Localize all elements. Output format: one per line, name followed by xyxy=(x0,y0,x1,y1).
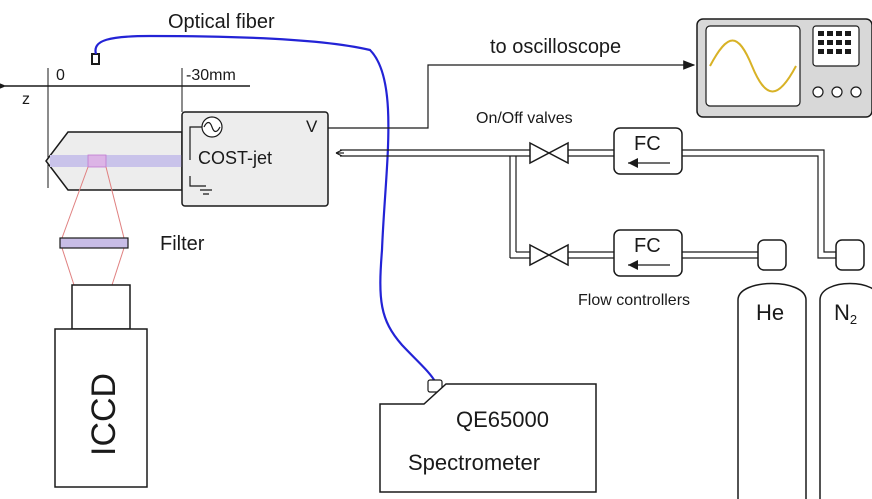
axis-zero-label: 0 xyxy=(56,67,65,84)
jet-voltage-label: V xyxy=(306,117,318,136)
n2-label: N2 xyxy=(834,300,857,327)
fc-bottom-label: FC xyxy=(634,235,661,257)
axis-z-label: z xyxy=(22,91,30,108)
valve-bottom xyxy=(529,243,569,267)
axis-minus30-label: -30mm xyxy=(186,67,236,84)
gas-lines xyxy=(335,149,836,259)
he-bottle-body xyxy=(737,282,807,499)
helium-bottle: He xyxy=(737,239,807,499)
plasma-region xyxy=(87,154,107,168)
flow-controller-bottom: FC xyxy=(613,229,683,277)
spectrometer: QE65000 Spectrometer xyxy=(379,379,597,493)
spectrometer-fiber-port xyxy=(427,379,443,393)
n2-main: N xyxy=(834,300,850,325)
iccd-label: ICCD xyxy=(85,373,123,456)
optical-fiber: Optical fiber xyxy=(91,11,437,384)
oscilloscope xyxy=(696,18,872,118)
oscilloscope-knob-3 xyxy=(850,86,862,98)
oscilloscope-knob-2 xyxy=(831,86,843,98)
flow-controllers-label: Flow controllers xyxy=(578,292,690,309)
fiber-cable xyxy=(94,34,437,384)
ground-icon xyxy=(189,126,212,195)
light-cone-lower-left xyxy=(61,247,75,286)
nitrogen-bottle: N2 xyxy=(819,239,872,499)
fc-top-arrowhead xyxy=(628,158,638,168)
gas-inlet-arrowhead xyxy=(335,149,343,157)
flow-controller-top: FC xyxy=(613,127,683,175)
he-label: He xyxy=(756,300,784,325)
oscilloscope-knob-1 xyxy=(812,86,824,98)
light-cone-left xyxy=(61,166,89,239)
cost-jet: V COST-jet xyxy=(45,111,329,207)
n2-bottle-valve xyxy=(835,239,865,271)
spectrometer-name-label: Spectrometer xyxy=(408,450,540,475)
fc-top-label: FC xyxy=(634,133,661,155)
n2-bottle-body xyxy=(819,282,872,499)
n2-subscript: 2 xyxy=(850,312,857,327)
iccd-lens xyxy=(71,284,131,330)
optical-fiber-label: Optical fiber xyxy=(168,11,275,33)
sine-wave xyxy=(709,39,797,93)
filter xyxy=(59,237,129,249)
spectrometer-body xyxy=(379,383,597,493)
keypad-keys xyxy=(818,31,851,54)
on-off-valves-label: On/Off valves xyxy=(476,110,573,127)
imaging-path: Filter ICCD xyxy=(54,166,205,488)
signal-line xyxy=(328,60,696,129)
oscilloscope-link: to oscilloscope xyxy=(328,36,696,129)
light-cone-lower-right xyxy=(111,247,125,286)
filter-label: Filter xyxy=(160,233,205,255)
light-cone-right xyxy=(105,166,125,239)
he-bottle-valve xyxy=(757,239,787,271)
fiber-input-tip xyxy=(91,53,100,65)
valve-bottom-icon xyxy=(529,243,569,267)
fc-bottom-arrowhead xyxy=(628,260,638,270)
iccd-camera xyxy=(54,328,148,488)
axis: 0 -30mm z xyxy=(0,67,250,188)
gas-channel xyxy=(50,155,182,167)
valve-top-icon xyxy=(529,141,569,165)
cost-jet-label: COST-jet xyxy=(198,148,272,168)
jet-housing xyxy=(181,111,329,207)
n2-line-outer xyxy=(682,149,836,253)
ac-sine-icon xyxy=(203,121,221,133)
valve-top xyxy=(529,141,569,165)
spectrometer-model-label: QE65000 xyxy=(456,407,549,432)
to-oscilloscope-label: to oscilloscope xyxy=(490,36,621,58)
n2-line-inner xyxy=(682,155,836,259)
